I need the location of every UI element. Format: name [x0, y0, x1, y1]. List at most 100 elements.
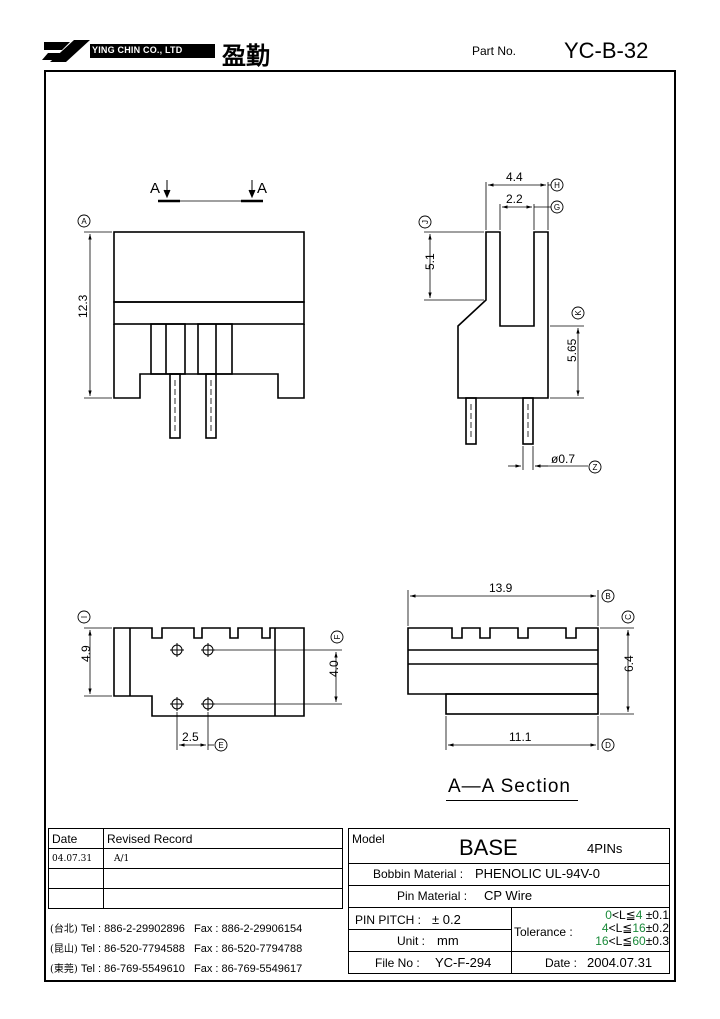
date-value: 2004.07.31 — [587, 955, 653, 970]
contact-city: (東莞) — [50, 964, 78, 975]
contact-city: (昆山) — [50, 944, 78, 955]
revision-col-record: Revised Record — [103, 828, 343, 849]
file-label: File No : — [375, 956, 420, 970]
date-label: Date : — [545, 956, 578, 970]
callout-f: F — [333, 634, 342, 639]
tolerance-row: 16<L≦60±0.3 — [579, 935, 669, 948]
bottom-view — [113, 627, 305, 717]
revision-date: 04.07.31 — [48, 848, 104, 869]
company-name-bar — [90, 44, 215, 58]
dim-4-9: 4.9 — [79, 645, 93, 662]
pin-material-row: Pin Material : CP Wire — [349, 886, 669, 908]
contact-tel: Tel : 886-2-29902896 — [80, 923, 185, 935]
model-row: Model BASE 4PINs — [349, 829, 669, 864]
title-block: Model BASE 4PINs Bobbin Material : PHENO… — [348, 828, 670, 974]
dim-4-4: 4.4 — [506, 170, 523, 184]
callout-b: B — [605, 592, 610, 601]
part-number: YC-B-32 — [564, 38, 649, 63]
section-view — [407, 627, 599, 715]
tol-value: ±0.3 — [645, 934, 669, 948]
callout-i: I — [80, 616, 89, 618]
tolerance-row: 4<L≦16±0.2 — [579, 922, 669, 935]
table-row — [48, 888, 343, 909]
revision-record: A/1 — [103, 848, 343, 869]
unit-value: mm — [437, 933, 459, 948]
pin-count: 4PINs — [587, 841, 623, 856]
pin-material-label: Pin Material : — [397, 889, 468, 903]
front-view — [113, 231, 305, 439]
pitch-label: PIN PITCH : — [355, 913, 422, 927]
contact-taipei: (台北) Tel : 886-2-29902896 Fax : 886-2-29… — [50, 920, 302, 935]
tol-low: 16 — [595, 934, 609, 948]
contact-tel: Tel : 86-520-7794588 — [80, 943, 185, 955]
dim-2-2: 2.2 — [506, 192, 523, 206]
tol-value: ±0.1 — [645, 908, 669, 922]
tol-value: ±0.2 — [645, 921, 669, 935]
tol-high: 4 — [635, 908, 643, 922]
dim-12-3: 12.3 — [76, 294, 90, 318]
grid-divider — [511, 908, 512, 974]
model-value: BASE — [459, 835, 518, 860]
section-marker — [158, 180, 263, 203]
revision-table: Date Revised Record 04.07.31 A/1 — [48, 828, 343, 909]
tol-op: <L≦ — [608, 934, 633, 948]
company-name-chinese: 盈勤 — [222, 41, 270, 70]
tol-low: 4 — [601, 921, 609, 935]
revision-record — [103, 868, 343, 889]
section-title: A—A Section — [448, 776, 571, 797]
callout-k: K — [574, 310, 583, 316]
grid-divider — [349, 951, 670, 952]
callout-e: E — [218, 741, 223, 750]
contact-tel: Tel : 86-769-5549610 — [80, 963, 185, 975]
callout-h: H — [554, 181, 560, 190]
section-title-underline — [446, 800, 578, 801]
tolerance-table: 0<L≦4 ±0.1 4<L≦16±0.2 16<L≦60±0.3 — [579, 909, 669, 948]
revision-col-date: Date — [48, 828, 104, 849]
model-label: Model — [352, 832, 385, 846]
callout-g: G — [554, 203, 560, 212]
company-name: YING CHIN CO., LTD — [92, 45, 183, 55]
contact-dongguan: (東莞) Tel : 86-769-5549610 Fax : 86-769-5… — [50, 960, 302, 975]
revision-header-row: Date Revised Record — [48, 828, 343, 849]
grid-divider — [349, 929, 511, 930]
contact-fax: Fax : 886-2-29906154 — [194, 923, 303, 935]
bobbin-label: Bobbin Material : — [373, 867, 464, 881]
dim-4-0: 4.0 — [327, 660, 341, 677]
table-row — [48, 868, 343, 889]
file-value: YC-F-294 — [435, 955, 492, 970]
contact-city: (台北) — [50, 924, 78, 935]
company-logo-icon — [42, 40, 90, 62]
drawing-frame — [44, 70, 676, 982]
revision-date — [48, 888, 104, 909]
dim-13-9: 13.9 — [489, 581, 513, 595]
tolerance-row: 0<L≦4 ±0.1 — [579, 909, 669, 922]
part-no-label: Part No. — [472, 44, 517, 58]
dim-5-65: 5.65 — [565, 338, 579, 362]
dim-5-1: 5.1 — [423, 253, 437, 270]
contact-kunshan: (昆山) Tel : 86-520-7794588 Fax : 86-520-7… — [50, 940, 302, 955]
callout-j: J — [421, 220, 430, 224]
dim-0-7: ø0.7 — [551, 452, 575, 466]
side-view — [457, 231, 549, 445]
dim-11-1: 11.1 — [509, 730, 532, 744]
revision-date — [48, 868, 104, 889]
contact-fax: Fax : 86-769-5549617 — [194, 963, 303, 975]
callout-a: A — [81, 217, 87, 226]
tol-op: <L≦ — [608, 921, 633, 935]
unit-label: Unit : — [397, 934, 426, 948]
pin-material-value: CP Wire — [484, 888, 533, 903]
section-marker-right: A — [257, 180, 267, 197]
revision-record — [103, 888, 343, 909]
callout-c: C — [624, 614, 633, 620]
callout-d: D — [605, 741, 611, 750]
bobbin-row: Bobbin Material : PHENOLIC UL-94V-0 — [349, 864, 669, 886]
dim-2-5: 2.5 — [182, 730, 199, 744]
dim-6-4: 6.4 — [622, 655, 636, 672]
tol-high: 60 — [632, 934, 646, 948]
bobbin-value: PHENOLIC UL-94V-0 — [475, 866, 600, 881]
tol-low: 0 — [605, 908, 612, 922]
table-row: 04.07.31 A/1 — [48, 848, 343, 869]
tol-high: 16 — [632, 921, 646, 935]
callout-z: Z — [593, 463, 598, 472]
